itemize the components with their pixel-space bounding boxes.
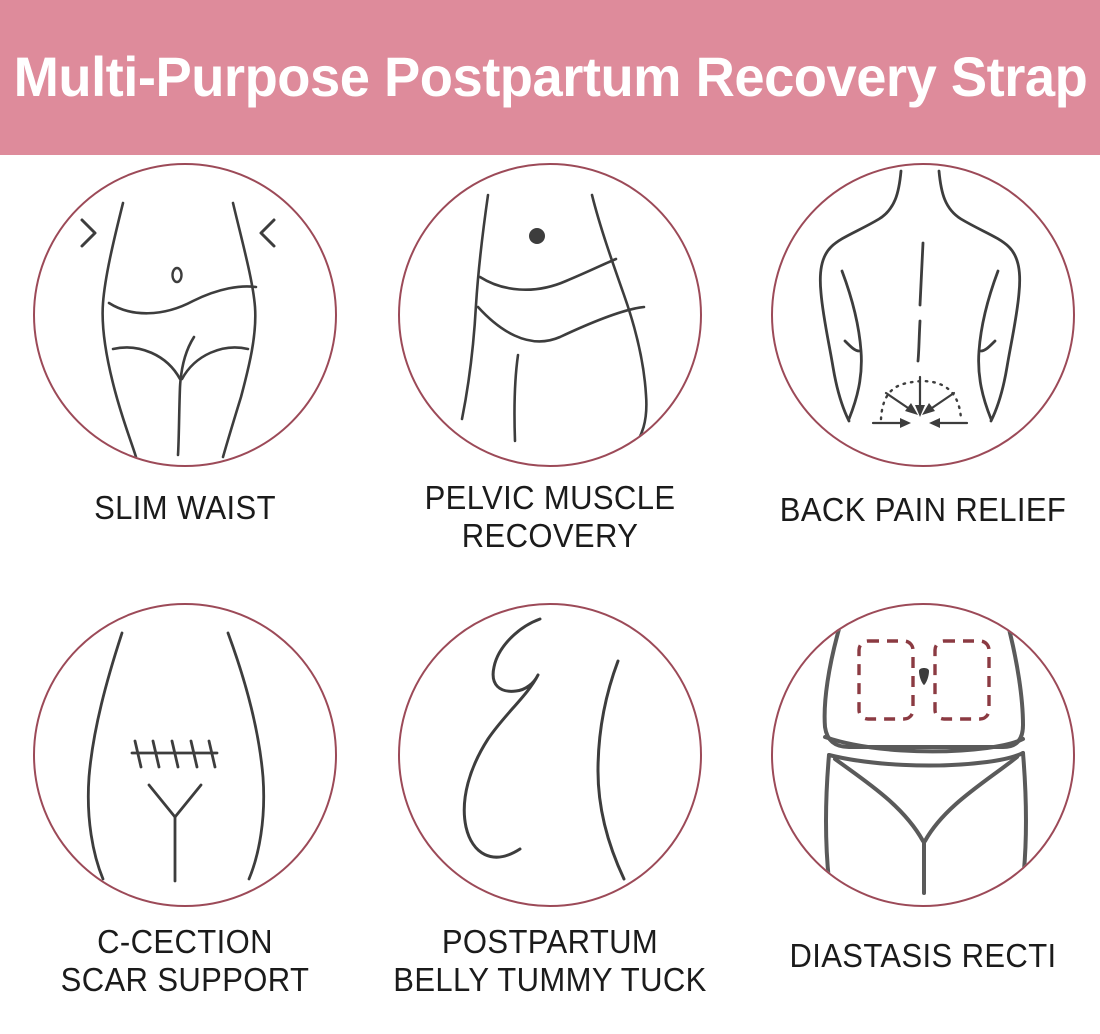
feature-label-pelvic-muscle-recovery: PELVIC MUSCLE RECOVERY [424, 479, 676, 554]
feature-label-back-pain-relief: BACK PAIN RELIEF [779, 491, 1067, 528]
feature-label-diastasis-recti: DIASTASIS RECTI [789, 937, 1057, 974]
feature-label-slim-waist: SLIM WAIST [94, 489, 276, 526]
feature-item-diastasis-recti: DIASTASIS RECTI [740, 603, 1100, 975]
feature-label-c-cection-scar-support: C-CECTION SCAR SUPPORT [60, 923, 310, 998]
belly-profile-icon [398, 603, 702, 907]
feature-label-postpartum-belly-tummy-tuck: POSTPARTUM BELLY TUMMY TUCK [393, 923, 707, 998]
feature-item-back-pain-relief: BACK PAIN RELIEF [740, 163, 1100, 529]
feature-grid: SLIM WAIST P [0, 155, 1100, 1034]
feature-item-slim-waist: SLIM WAIST [2, 163, 368, 527]
feature-item-postpartum-belly-tummy-tuck: POSTPARTUM BELLY TUMMY TUCK [367, 603, 733, 998]
diastasis-recti-icon [771, 603, 1075, 907]
feature-item-c-cection-scar-support: C-CECTION SCAR SUPPORT [2, 603, 368, 998]
page-title: Multi-Purpose Postpartum Recovery Strap [13, 45, 1087, 109]
pelvis-side-view-icon [398, 163, 702, 467]
feature-item-pelvic-muscle-recovery: PELVIC MUSCLE RECOVERY [367, 163, 733, 554]
c-section-scar-icon [33, 603, 337, 907]
torso-slim-waist-icon [33, 163, 337, 467]
back-pain-icon [771, 163, 1075, 467]
header-banner: Multi-Purpose Postpartum Recovery Strap [0, 0, 1100, 155]
